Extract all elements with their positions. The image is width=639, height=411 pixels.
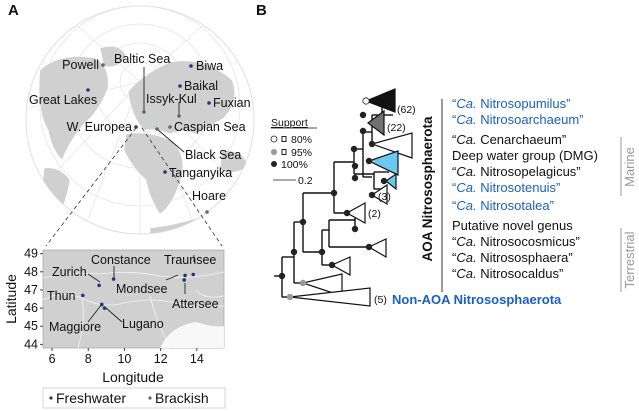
- site-dot-hoare: [205, 210, 209, 214]
- candidatus-abbrev: Ca.: [456, 234, 477, 249]
- taxon-label: “Ca. Nitrososphaera”: [452, 250, 573, 265]
- lake-point-constance: [111, 277, 116, 281]
- x-tick-label: 12: [154, 352, 168, 366]
- lake-label-constance: Constance: [91, 253, 151, 267]
- inset-leader-lines: [87, 255, 195, 323]
- taxon-label: “Ca. Cenarchaeum”: [452, 132, 567, 147]
- zoom-line-right: [141, 127, 223, 247]
- y-tick-label: 46: [24, 301, 38, 315]
- zoom-line-left: [45, 127, 137, 247]
- site-label-baltic-sea: Baltic Sea: [114, 52, 170, 66]
- site-label-caspian-sea: Caspian Sea: [174, 120, 246, 134]
- inset-y-axis-label: Latitude: [3, 274, 19, 324]
- x-tick-label: 14: [190, 352, 204, 366]
- site-label-baikal: Baikal: [184, 79, 218, 93]
- site-label-black-sea: Black Sea: [185, 148, 241, 162]
- site-label-hoare: Hoare: [192, 189, 226, 203]
- site-label-tanganyika: Tanganyika: [169, 166, 232, 180]
- site-dot-w-europea: [134, 125, 138, 129]
- site-dot-fuxian: [207, 101, 211, 105]
- site-label-fuxian: Fuxian: [213, 96, 251, 110]
- x-tick-label: 10: [117, 352, 131, 366]
- site-label-w-europea: W. Europea: [67, 120, 132, 134]
- taxon-label: “Ca. Nitrosocosmicus”: [452, 234, 580, 249]
- lake-point-mondsee: [183, 273, 187, 278]
- site-label-issyk-kul: Issyk-Kul: [146, 92, 197, 106]
- lake-label-maggiore: Maggiore: [49, 320, 101, 334]
- candidatus-abbrev: Ca.: [456, 198, 477, 213]
- candidatus-abbrev: Ca.: [456, 112, 477, 127]
- y-tick-label: 45: [24, 319, 38, 333]
- candidatus-abbrev: Ca.: [456, 132, 477, 147]
- x-tick-label: 8: [85, 352, 92, 366]
- lake-label-thun: Thun: [47, 289, 76, 303]
- lake-label-zurich: Zurich: [52, 265, 87, 279]
- site-dot-baikal: [178, 84, 182, 88]
- site-dot-caspian: [168, 125, 172, 129]
- site-label-great-lakes: Great Lakes: [29, 93, 97, 107]
- candidatus-abbrev: Ca.: [456, 250, 477, 265]
- lake-label-traunsee: Traunsee: [164, 253, 216, 267]
- taxon-label: Putative novel genus: [452, 218, 573, 233]
- inset-legend-box: [42, 387, 226, 409]
- y-tick-label: 49: [24, 247, 38, 261]
- lake-label-attersee: Attersee: [172, 297, 219, 311]
- legend-brackish-marker: [148, 396, 152, 400]
- inset-sea: [160, 322, 224, 348]
- site-dots: [86, 63, 211, 214]
- site-dot-tanganyika: [163, 170, 167, 174]
- site-dot-issyk-kul: [177, 114, 181, 118]
- lake-label-mondsee: Mondsee: [116, 282, 167, 296]
- site-dot-black-sea: [155, 127, 159, 131]
- site-dot-powell: [101, 63, 105, 67]
- inset-borders: [42, 271, 225, 349]
- site-dot-biwa: [189, 64, 193, 68]
- site-dot-great-lakes: [86, 88, 90, 92]
- lake-point-traunsee: [191, 272, 196, 277]
- site-dot-baltic: [142, 110, 146, 114]
- site-label-powell: Powell: [62, 58, 99, 72]
- candidatus-abbrev: Ca.: [456, 164, 477, 179]
- inset-x-axis-label: Longitude: [102, 369, 164, 385]
- taxon-label: “Ca. Nitrosopumilus”: [452, 96, 571, 111]
- y-tick-label: 47: [24, 283, 38, 297]
- lake-point-lugano: [102, 306, 107, 310]
- lake-point-zurich: [97, 283, 101, 288]
- legend-freshwater-label: Freshwater: [56, 390, 126, 406]
- lake-point-attersee: [182, 278, 186, 282]
- lake-label-lugano: Lugano: [122, 317, 164, 331]
- legend-brackish-label: Brackish: [155, 390, 209, 406]
- site-label-biwa: Biwa: [196, 59, 223, 73]
- panel-b-label: B: [256, 2, 267, 19]
- candidatus-abbrev: Ca.: [456, 266, 477, 281]
- panel-a-label: A: [8, 2, 19, 19]
- taxon-label: “Ca. Nitrosotalea”: [452, 198, 554, 213]
- taxon-label: “Ca. Nitrosopelagicus”: [452, 164, 581, 179]
- y-tick-label: 44: [24, 337, 38, 351]
- y-tick-label: 48: [24, 265, 38, 279]
- taxon-label: “Ca. Nitrosoarchaeum”: [452, 112, 584, 127]
- candidatus-abbrev: Ca.: [456, 180, 477, 195]
- lake-point-thun: [81, 293, 85, 298]
- legend-freshwater-marker: [49, 396, 53, 400]
- leader-lines: [143, 67, 185, 153]
- candidatus-abbrev: Ca.: [456, 96, 477, 111]
- x-tick-label: 6: [49, 352, 56, 366]
- taxon-label: “Ca. Nitrosocaldus”: [452, 266, 564, 281]
- taxon-label: “Ca. Nitrosotenuis”: [452, 180, 561, 195]
- taxon-label: Deep water group (DMG): [452, 148, 598, 163]
